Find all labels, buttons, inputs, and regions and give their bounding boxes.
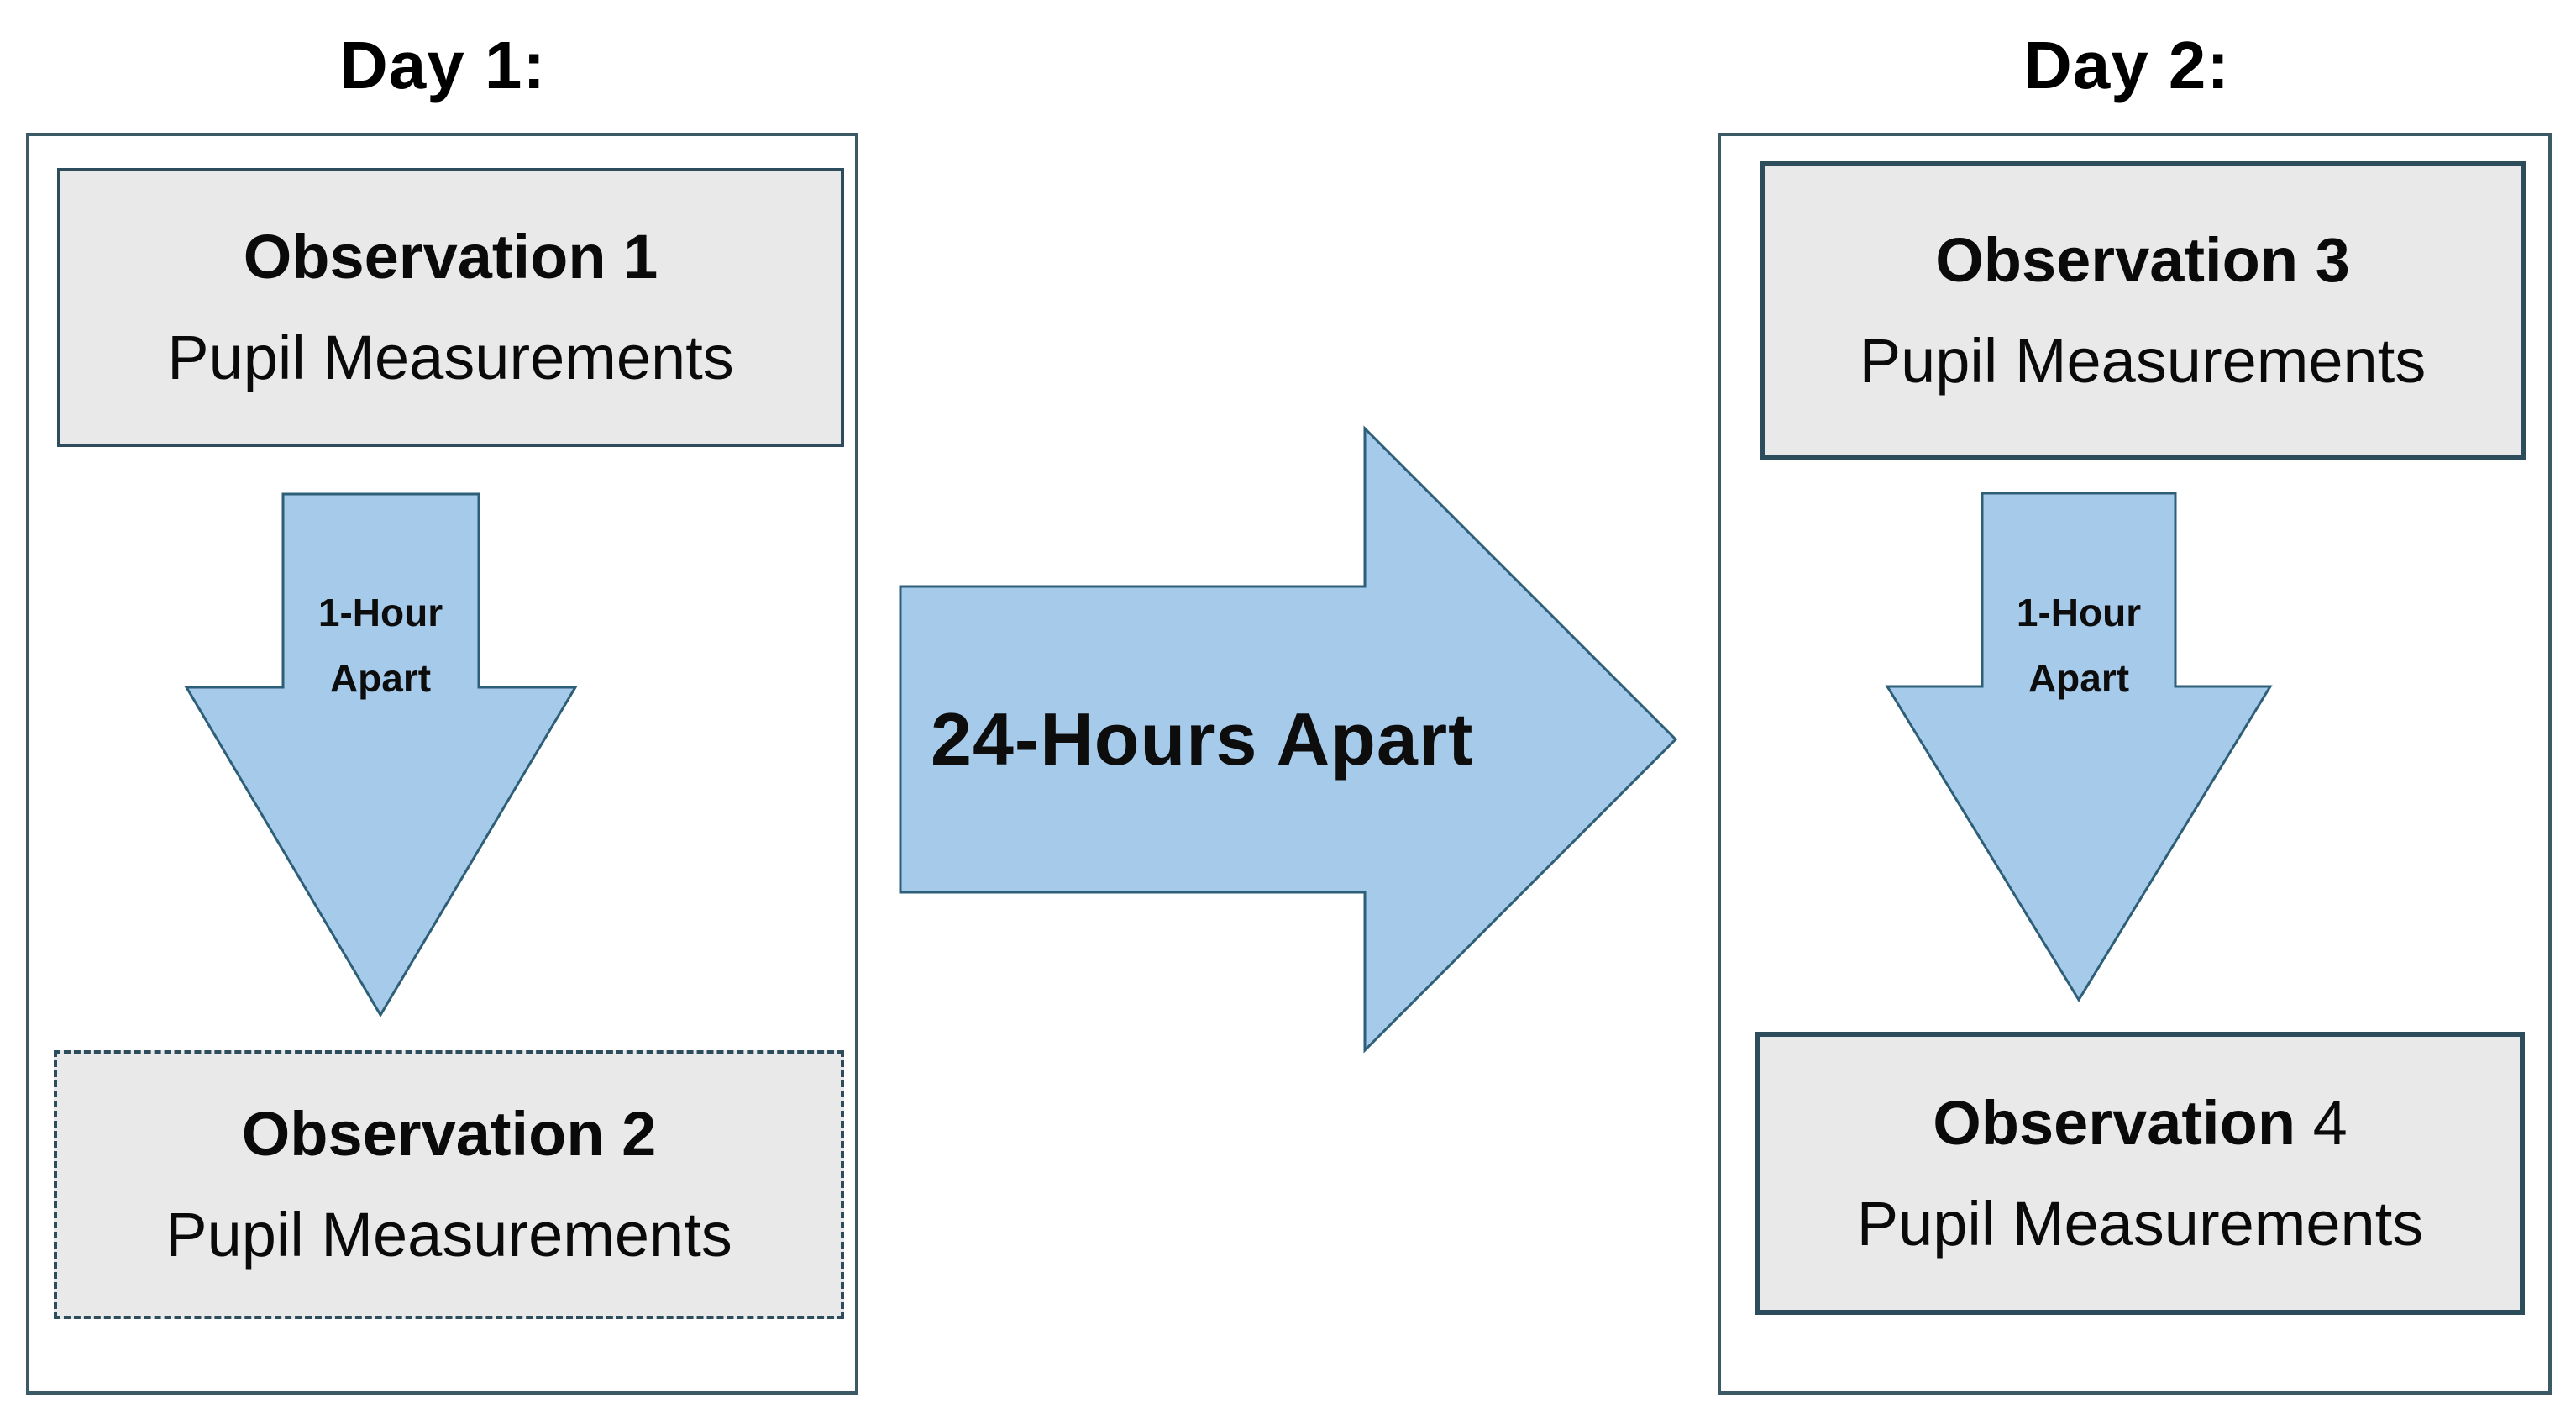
observation-4-subtitle: Pupil Measurements [1856, 1188, 2424, 1259]
twenty-four-hours-apart-label: 24-Hours Apart [931, 697, 1474, 781]
observation-4-title-bold: Observation [1933, 1087, 2313, 1158]
one-hour-label-line2: Apart [2028, 656, 2130, 700]
observation-4-box: Observation 4 Pupil Measurements [1755, 1032, 2525, 1315]
one-hour-label-line2: Apart [329, 656, 432, 700]
one-hour-label-line1: 1-Hour [317, 591, 443, 634]
right-arrow-between-days-icon [899, 425, 1678, 1054]
day1-title: Day 1: [338, 28, 547, 103]
observation-3-box: Observation 3 Pupil Measurements [1760, 161, 2526, 460]
day2-title: Day 2: [2023, 28, 2231, 103]
observation-4-title-number: 4 [2312, 1087, 2348, 1158]
observation-2-box: Observation 2 Pupil Measurements [54, 1050, 844, 1319]
one-hour-apart-label-day2: 1-Hour Apart [1911, 580, 2247, 711]
observation-2-title: Observation 2 [241, 1099, 657, 1169]
observation-1-subtitle: Pupil Measurements [167, 323, 734, 392]
down-arrow-day2-icon [1885, 492, 2273, 1002]
one-hour-apart-label-day1: 1-Hour Apart [212, 580, 548, 711]
down-arrow-day1-icon [184, 492, 578, 1017]
observation-2-subtitle: Pupil Measurements [165, 1200, 732, 1270]
observation-1-box: Observation 1 Pupil Measurements [57, 168, 844, 447]
observation-3-title: Observation 3 [1935, 225, 2350, 295]
observation-1-title: Observation 1 [243, 222, 658, 292]
one-hour-label-line1: 1-Hour [2016, 591, 2142, 634]
observation-3-subtitle: Pupil Measurements [1859, 326, 2426, 396]
observation-4-title: Observation 4 [1933, 1073, 2348, 1174]
